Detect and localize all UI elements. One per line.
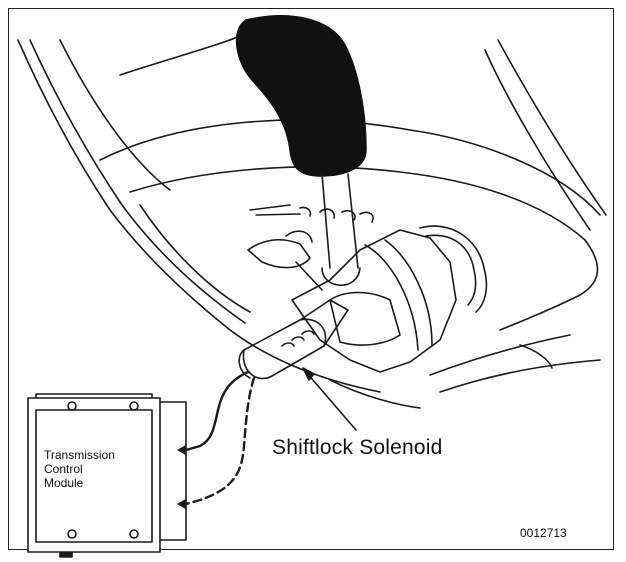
linkage-bolt [285,230,313,243]
console-lower-right [429,334,571,376]
gear-selector-plate [364,244,419,351]
linkage-rod [295,261,323,291]
figure-id: 0012713 [520,526,567,540]
gear-selector-gate [329,291,401,346]
linkage-arm [247,238,311,269]
shift-cable-inner [425,234,477,306]
solenoid-pointer-head [302,367,315,381]
tcm-label-line3: Module [44,476,84,490]
wiring-harness-solid [184,370,250,452]
console-trim-left-inner [29,39,246,324]
solenoid-slots [281,330,315,347]
tcm-side-flange [35,393,153,398]
gear-selector-plate2 [384,239,433,346]
tcm-screw-tr [129,401,139,411]
tcm-inner-panel [35,409,153,543]
console-bezel-inner [129,166,586,241]
wiring-harness-dashed [184,376,256,506]
solenoid-end-cap [238,349,251,379]
console-lower-right2 [439,359,601,393]
console-lower-base [329,379,421,409]
gear-selector-housing [291,229,457,373]
console-right-upper2 [484,49,591,231]
tcm-screw-tl [67,401,77,411]
shift-lever-knob [235,15,367,177]
console-trim-top [59,39,171,191]
tcm-screw-bl [67,529,77,539]
console-right-edge [499,239,599,331]
tcm-screw-br [129,529,139,539]
shiftlock-solenoid-label: Shiftlock Solenoid [272,436,443,459]
tcm-bottom-tab [59,552,73,558]
console-tray [139,204,251,313]
shift-lever-shaft [321,173,359,269]
tcm-connector-block [160,401,187,541]
tcm-label: Transmission Control Module [44,448,154,490]
shiftlock-solenoid [242,318,327,380]
console-right-upper [497,39,607,216]
tcm-label-line1: Transmission [44,448,115,462]
solenoid-pointer [305,371,357,431]
console-trim-left [17,39,381,393]
wire-connector-top [176,445,186,455]
transmission-control-module [27,397,161,553]
solenoid-bracket [299,299,349,347]
shift-lever-boot [321,267,361,287]
console-top-curve [119,29,251,76]
shift-cable [419,225,488,313]
console-emblem [249,204,374,223]
wire-connector-bottom [176,499,186,509]
console-bezel [99,119,601,216]
tcm-label-line2: Control [44,462,83,476]
console-lower-right3 [519,344,553,369]
